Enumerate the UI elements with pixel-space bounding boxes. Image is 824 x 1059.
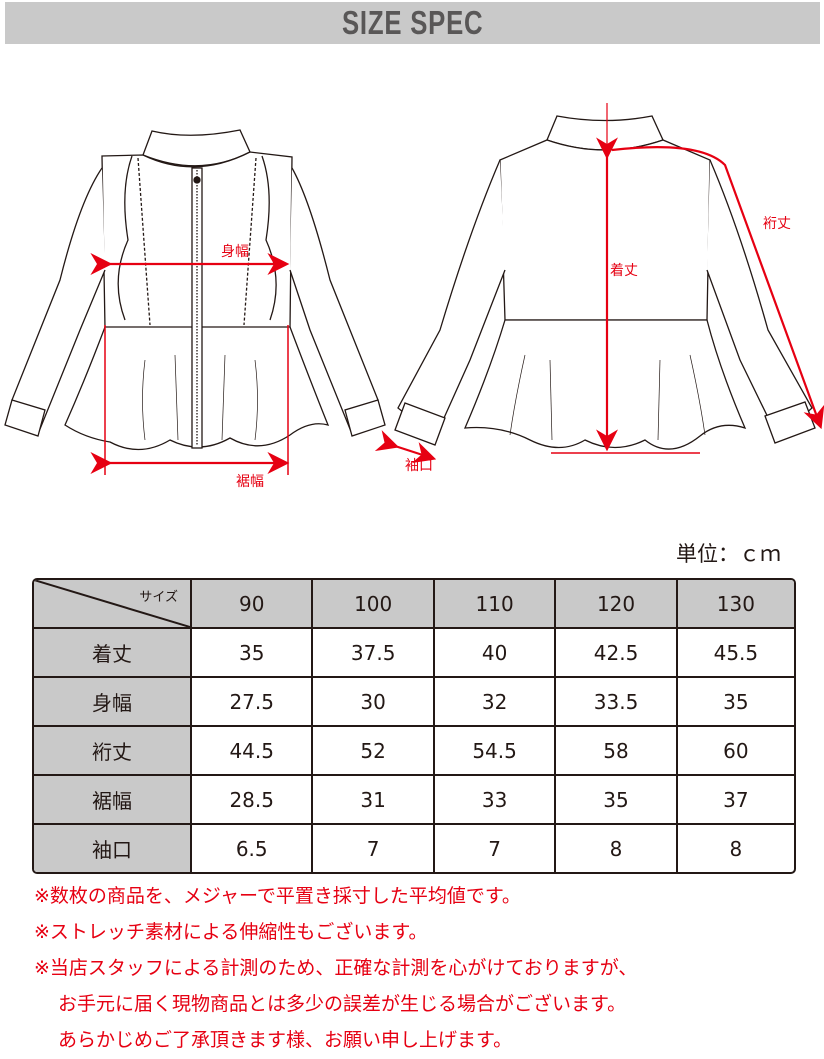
table-cell: 35 [556, 776, 678, 825]
label-length: 着丈 [610, 263, 638, 279]
table-cell: 28.5 [192, 776, 314, 825]
table-row: 裾幅 28.5 31 33 35 37 [34, 776, 794, 825]
table-cell: 44.5 [192, 727, 314, 776]
table-row: 裄丈 44.5 52 54.5 58 60 [34, 727, 794, 776]
garment-illustration: 身幅 裾幅 着丈 裄丈 袖口 [0, 90, 824, 490]
note-line: あらかじめご了承頂きます様、お願い申し上げます。 [58, 1029, 513, 1051]
size-column-header: 120 [556, 580, 678, 629]
table-cell: 27.5 [192, 678, 314, 727]
size-corner-label: サイズ [139, 590, 178, 605]
front-measure-lines [90, 253, 290, 475]
table-cell: 60 [677, 727, 794, 776]
title-bar: SIZE SPEC [5, 2, 820, 44]
label-cuff: 袖口 [405, 458, 433, 474]
size-spec-table: サイズ 90 100 110 120 130 着丈 35 37.5 40 42.… [32, 578, 796, 874]
front-garment-drawing [4, 129, 386, 451]
table-cell: 30 [313, 678, 435, 727]
row-header: 袖口 [34, 825, 192, 872]
row-header: 裄丈 [34, 727, 192, 776]
table-cell: 32 [434, 678, 557, 727]
table-row: 袖口 6.5 7 7 8 8 [34, 825, 794, 872]
size-column-header: 130 [677, 580, 794, 629]
table-cell: 58 [556, 727, 678, 776]
table-row: 着丈 35 37.5 40 42.5 45.5 [34, 629, 794, 678]
table-cell: 42.5 [556, 629, 678, 678]
table-cell: 37.5 [313, 629, 435, 678]
table-row: 身幅 27.5 30 32 33.5 35 [34, 678, 794, 727]
unit-label: 単位：ｃｍ [676, 542, 781, 566]
size-column-header: 100 [313, 580, 435, 629]
table-cell: 35 [192, 629, 314, 678]
table-cell: 52 [313, 727, 435, 776]
note-line: ※数枚の商品を、メジャーで平置き採寸した平均値です。 [34, 885, 521, 907]
label-body-width: 身幅 [221, 244, 249, 260]
table-cell: 40 [434, 629, 557, 678]
table-cell: 8 [729, 836, 743, 861]
label-sleeve-length: 裄丈 [763, 216, 791, 232]
note-line: お手元に届く現物商品とは多少の誤差が生じる場合がございます。 [58, 993, 627, 1015]
row-header: 裾幅 [34, 776, 192, 825]
page-title: SIZE SPEC [341, 4, 484, 41]
note-line: ※当店スタッフによる計測のため、正確な計測を心がけておりますが、 [34, 957, 638, 979]
table-cell: 7 [435, 825, 557, 872]
table-cell: 31 [313, 776, 435, 825]
back-measure-lines [374, 103, 824, 464]
note-line: ※ストレッチ素材による伸縮性もございます。 [34, 921, 428, 943]
table-cell: 33 [434, 776, 557, 825]
table-cell: 45.5 [677, 629, 794, 678]
table-cell: 6.5 [192, 825, 314, 872]
table-corner-cell: サイズ [34, 580, 192, 629]
table-cell: 33.5 [556, 678, 678, 727]
row-header: 身幅 [34, 678, 192, 727]
table-cell: 35 [677, 678, 794, 727]
label-hem-width: 裾幅 [236, 474, 264, 490]
table-cell: 54.5 [434, 727, 557, 776]
table-cell: 37 [677, 776, 794, 825]
table-header-row: サイズ 90 100 110 120 130 [34, 580, 794, 629]
table-cell: 7 [313, 825, 435, 872]
notes-block: ※数枚の商品を、メジャーで平置き採寸した平均値です。 ※ストレッチ素材による伸縮… [34, 878, 637, 1058]
table-cell: 8 [556, 825, 678, 872]
row-header: 着丈 [34, 629, 192, 678]
back-garment-drawing [394, 115, 816, 450]
size-column-header: 90 [192, 580, 314, 629]
size-column-header: 110 [434, 580, 557, 629]
